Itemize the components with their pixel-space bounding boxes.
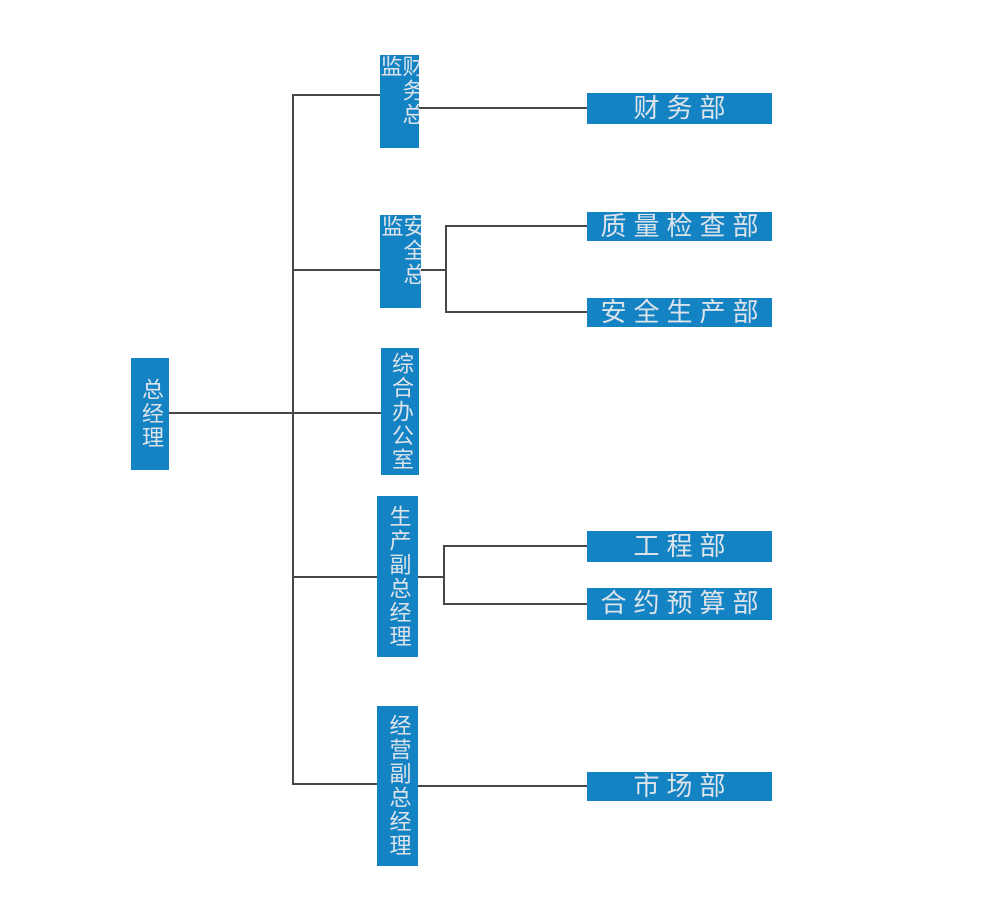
edge-gm-to-office-line [168, 412, 381, 414]
node-safety-production-dept: 安全生产部 [587, 298, 772, 327]
node-operations-deputy-gm: 经营副总经理 [377, 706, 418, 866]
edge-trunk-line [292, 94, 294, 785]
node-general-manager: 总经理 [131, 358, 169, 470]
node-safety-director: 安全总监 [380, 215, 421, 308]
edge-to-quality-inspection-dept [446, 225, 587, 227]
edge-production-split-line [443, 545, 445, 605]
edge-to-safety-production-dept [446, 311, 587, 313]
node-production-deputy-gm: 生产副总经理 [377, 496, 418, 657]
edge-safety-director-stub [421, 269, 446, 271]
edge-to-engineering-dept [444, 545, 587, 547]
edge-finance-director-to-dept [419, 107, 587, 109]
node-finance-director: 财务总监 [380, 55, 419, 148]
edge-safety-split-line [445, 225, 447, 313]
edge-production-dgm-stub [418, 576, 444, 578]
node-market-dept: 市场部 [587, 772, 772, 801]
edge-trunk-to-operations-dgm [293, 783, 377, 785]
edge-trunk-to-production-dgm [293, 576, 377, 578]
edge-trunk-to-finance-director [293, 94, 380, 96]
node-general-office: 综合办公室 [381, 348, 419, 475]
node-finance-dept: 财务部 [587, 93, 772, 124]
node-engineering-dept: 工程部 [587, 531, 772, 562]
node-contract-budget-dept: 合约预算部 [587, 588, 772, 620]
edge-trunk-to-safety-director [293, 269, 380, 271]
edge-to-market-dept [418, 785, 587, 787]
edge-to-contract-budget-dept [444, 603, 587, 605]
node-quality-inspection-dept: 质量检查部 [587, 212, 772, 241]
